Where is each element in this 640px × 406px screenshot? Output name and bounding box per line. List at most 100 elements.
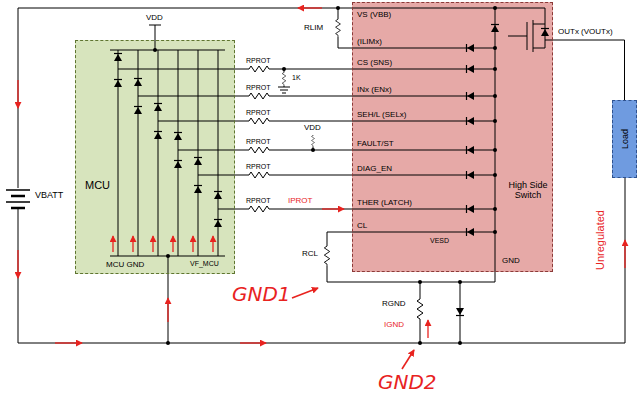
diode-symbol <box>134 79 142 87</box>
resistor-label: RGND <box>382 300 406 308</box>
load-box: Load <box>612 100 637 178</box>
diode-symbol <box>456 308 464 316</box>
resistor-value: 1K <box>292 74 301 81</box>
current-arrow <box>112 236 113 252</box>
current-arrow <box>427 320 428 338</box>
current-label: IPROT <box>288 197 312 205</box>
junction-dot <box>493 148 497 152</box>
resistor-label: RPROT <box>246 57 271 64</box>
diode-symbol <box>214 220 222 228</box>
circuit-wire <box>352 48 495 232</box>
resistor-label: RPROT <box>246 109 271 116</box>
current-arrow <box>55 342 82 343</box>
ground-pin-name: MCU GND <box>106 260 144 269</box>
resistor-symbol <box>335 19 341 37</box>
mcu-fill <box>75 40 235 274</box>
block-title: MCU <box>85 179 110 192</box>
pin-name: CL <box>357 222 367 230</box>
current-label: IGND <box>384 321 404 329</box>
pin-name: THER (LATCH) <box>357 199 412 207</box>
load-fill <box>612 100 637 178</box>
load-name: Load <box>619 129 629 149</box>
junction-dot <box>493 173 497 177</box>
current-arrow <box>402 350 414 369</box>
block-fill <box>75 2 637 274</box>
current-arrow <box>167 298 168 322</box>
junction-dot <box>153 6 497 345</box>
diode-symbol <box>154 104 162 112</box>
diode-symbol <box>467 171 475 179</box>
supply-label: VDD <box>146 14 163 22</box>
junction-dot <box>166 254 170 258</box>
circuit-wire <box>168 256 169 343</box>
current-arrow <box>152 236 153 252</box>
resistor-label: RCL <box>302 250 318 258</box>
high-side-switch-block: High Side Switch <box>352 2 553 272</box>
circuit-wire <box>18 8 625 343</box>
diode-symbol <box>154 132 162 140</box>
resistor-symbol <box>249 146 271 154</box>
diode-symbol <box>467 65 475 73</box>
circuit-wire <box>18 8 352 188</box>
battery-symbol <box>11 196 25 208</box>
signal-wire <box>553 40 625 100</box>
current-arrow <box>322 208 344 209</box>
junction-dot <box>493 67 497 71</box>
junction-dot <box>458 341 462 345</box>
current-arrow <box>240 342 266 343</box>
junction-dot <box>336 6 340 10</box>
current-arrow <box>212 236 213 252</box>
pin-name: (ILIMx) <box>357 38 382 46</box>
circuit-wire <box>420 282 460 343</box>
diode-symbol <box>467 117 475 125</box>
current-arrow <box>18 8 625 369</box>
resistor-symbol <box>416 299 424 321</box>
resistor-label: RPROT <box>246 138 271 145</box>
junction-dot <box>458 280 462 284</box>
circuit-wire <box>18 178 625 343</box>
junction-dot <box>493 46 497 50</box>
resistor-symbol <box>323 246 330 266</box>
diode-symbol <box>467 92 475 100</box>
current-arrow <box>132 236 133 252</box>
junction-dot <box>493 94 497 98</box>
supply-label: VDD <box>304 124 321 132</box>
block-title: High Side Switch <box>503 180 553 201</box>
battery-symbol <box>6 190 30 208</box>
diode-symbol <box>194 158 202 166</box>
diode-symbol <box>114 54 122 62</box>
resistor-label: RPROT <box>246 197 271 204</box>
resistor-symbol <box>249 117 271 125</box>
junction-dot <box>493 207 497 211</box>
diode-symbol <box>174 161 182 169</box>
resistor-symbol <box>249 205 271 213</box>
junction-dot <box>166 341 170 345</box>
pin-name: DIAG_EN <box>357 165 392 173</box>
battery-label: VBATT <box>35 191 63 200</box>
diode-symbol <box>467 228 475 236</box>
pin-name: CS (SNS) <box>357 59 392 67</box>
voltage-label: VESD <box>430 237 449 244</box>
diode-symbol <box>174 133 182 141</box>
switch-fill <box>352 2 553 272</box>
circuit-wire <box>118 50 218 256</box>
diode-symbol <box>467 44 475 52</box>
resistor-symbol <box>282 72 287 85</box>
current-arrow <box>298 7 322 8</box>
junction-dot <box>493 230 497 234</box>
handwritten-note: GND1 <box>232 284 291 304</box>
pin-name: GND <box>502 257 520 265</box>
current-arrow <box>292 288 318 298</box>
diode-symbol <box>114 80 122 88</box>
current-arrow <box>17 250 18 278</box>
resistor-label: RPROT <box>246 84 271 91</box>
diode-symbol <box>214 192 222 200</box>
resistor-label: RPROT <box>246 163 271 170</box>
handwritten-note: GND2 <box>378 372 437 392</box>
diode-symbol <box>467 205 475 213</box>
circuit-wire <box>149 25 161 50</box>
voltage-label: VF_MCU <box>190 260 219 267</box>
